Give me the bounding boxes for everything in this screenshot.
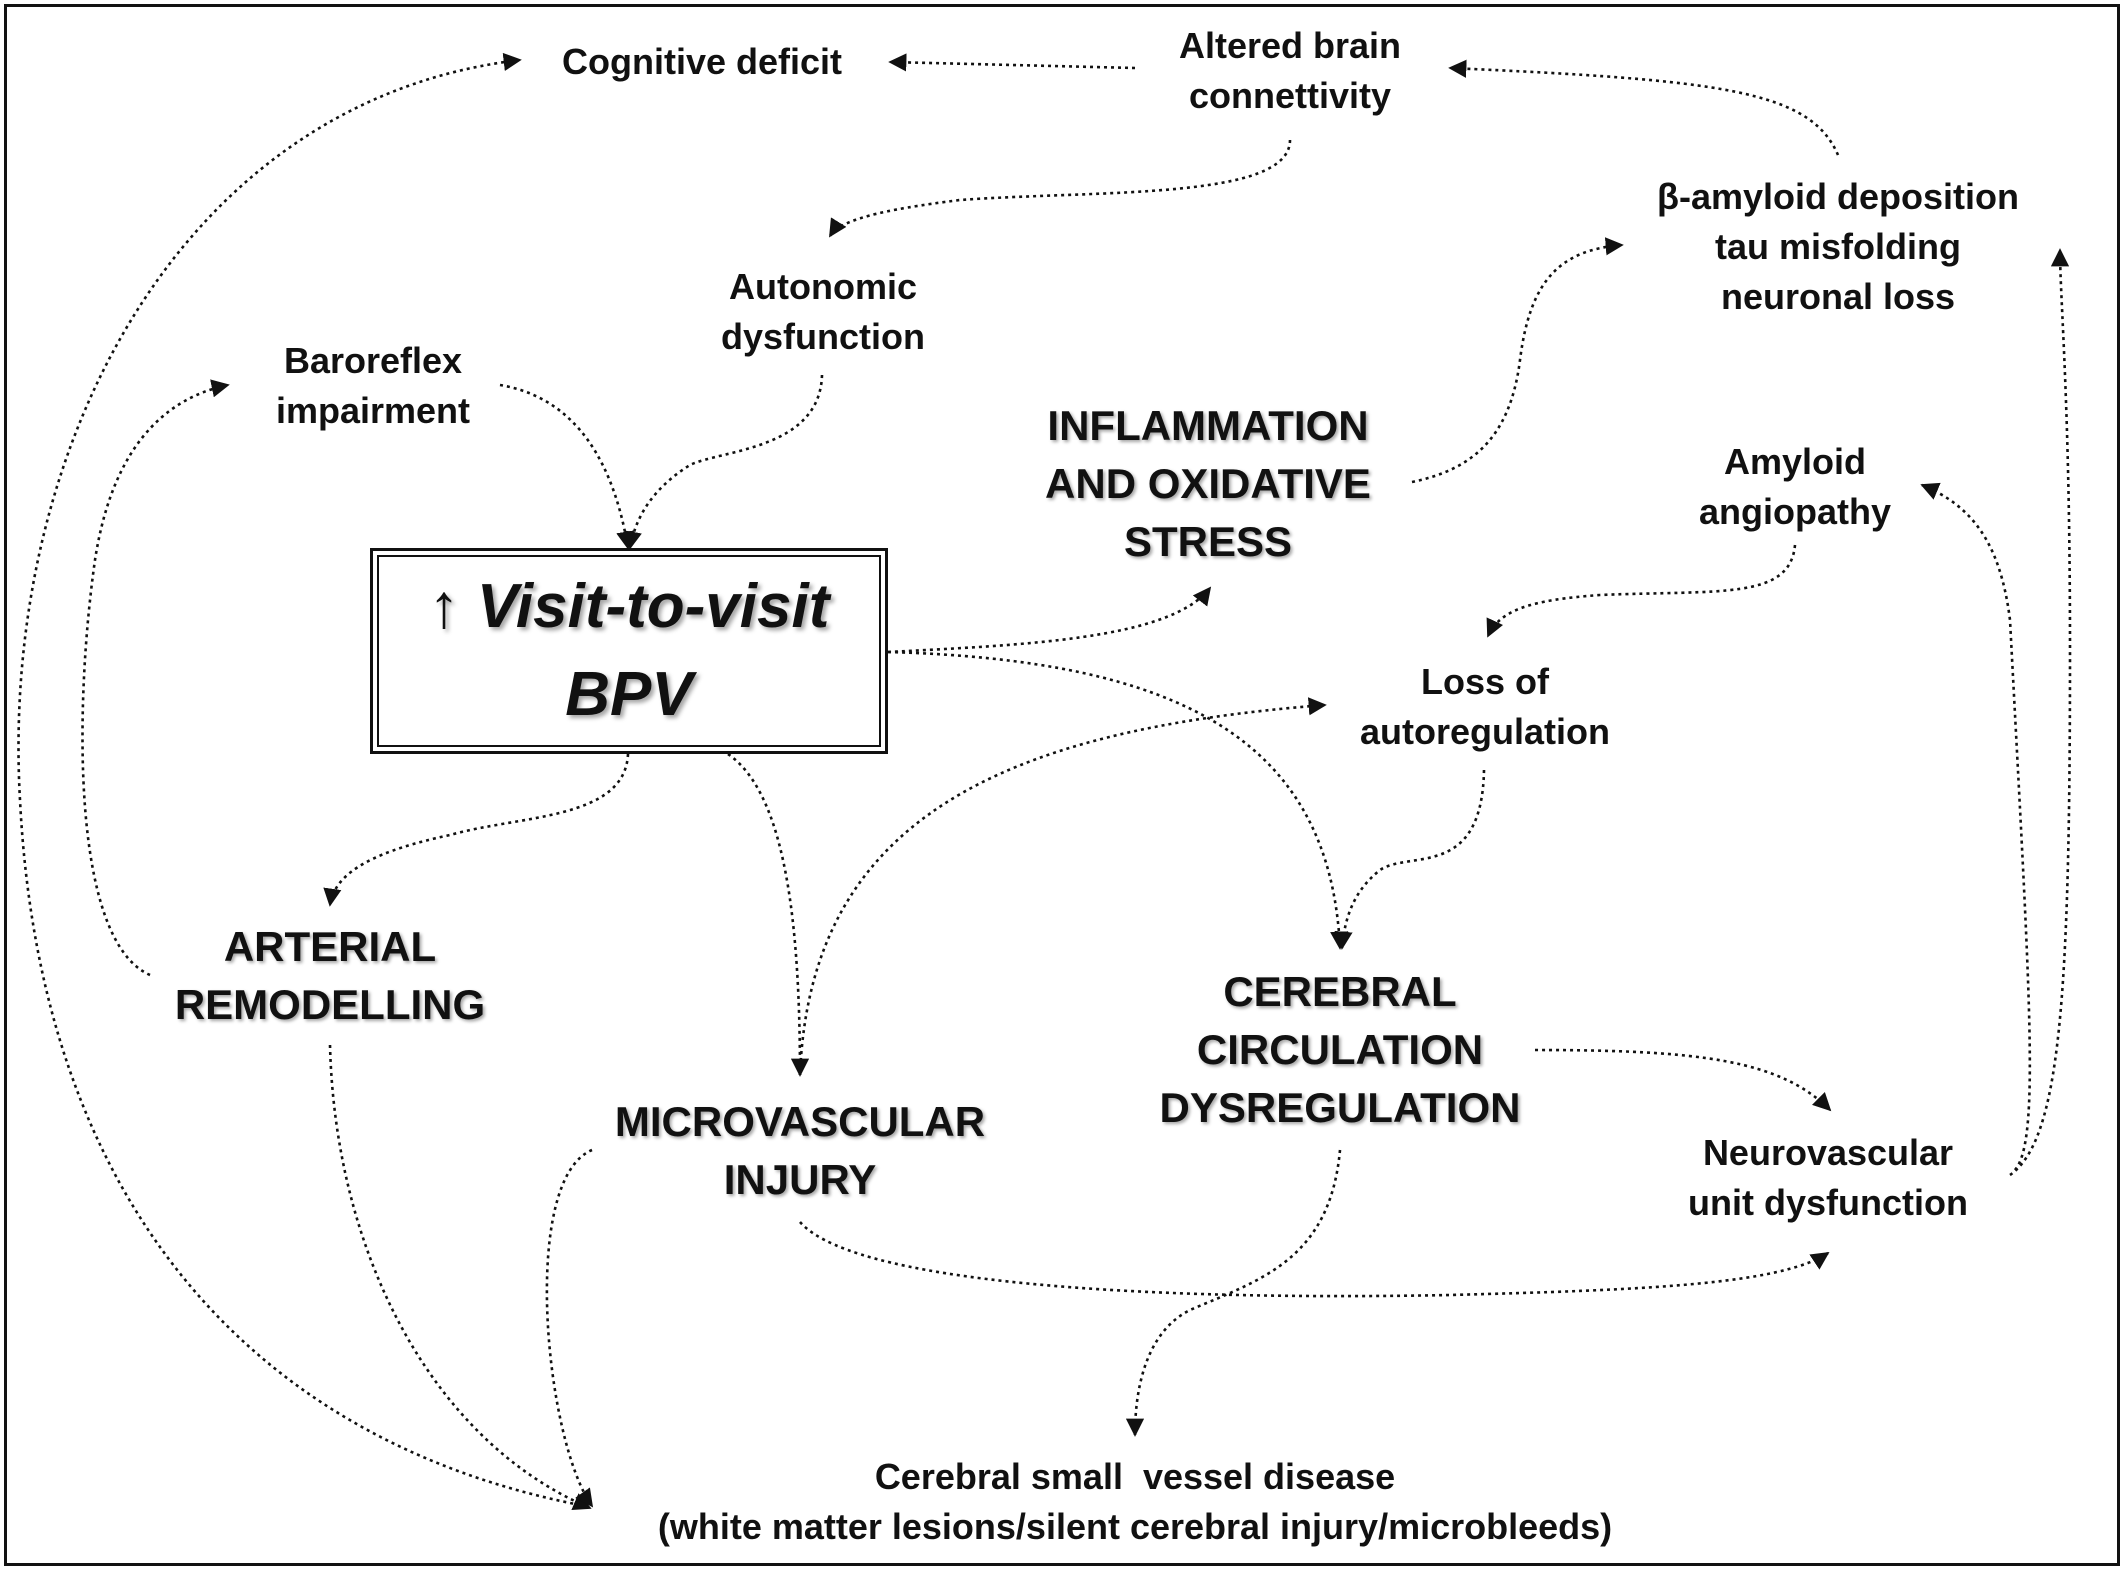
arrow-angiopathy-to-autoregulation: [1486, 544, 1797, 638]
arrow-bpv-to-cerebralcirc: [887, 650, 1349, 950]
node-line: Altered brain: [1178, 25, 1402, 66]
arrow-neurovascular-to-amyloid: [2009, 248, 2072, 1177]
node-line: ARTERIAL: [223, 923, 437, 970]
arrow-connectivity-to-autonomic: [828, 139, 1292, 238]
node-line: REMODELLING: [174, 981, 486, 1028]
diagram-frame: [4, 4, 2120, 1566]
node-microvascular-injury: MICROVASCULAR INJURY: [615, 1093, 985, 1209]
node-line: tau misfolding: [1715, 226, 1961, 267]
node-line: autoregulation: [1360, 711, 1610, 752]
node-line: INFLAMMATION: [1047, 402, 1369, 449]
node-line: Autonomic: [729, 266, 917, 307]
node-line: (white matter lesions/silent cerebral in…: [657, 1506, 1613, 1547]
central-line: ↑ Visit-to-visit: [428, 572, 830, 641]
node-amyloid-angiopathy: Amyloid angiopathy: [1699, 437, 1891, 537]
node-autonomic-dysfunction: Autonomic dysfunction: [721, 262, 925, 362]
node-line: dysfunction: [721, 316, 925, 357]
arrow-arterial-to-smallvessel: [328, 1044, 592, 1510]
node-neurovascular-unit-dysfunction: Neurovascular unit dysfunction: [1688, 1128, 1968, 1228]
node-line: Cognitive deficit: [561, 41, 843, 82]
arrow-microvascular-to-neurovascular: [799, 1221, 1830, 1298]
node-cerebral-small-vessel-disease: Cerebral small vessel disease (white mat…: [658, 1452, 1612, 1552]
node-inflammation-oxidative-stress: INFLAMMATION AND OXIDATIVE STRESS: [1045, 397, 1371, 571]
node-line: Loss of: [1420, 661, 1549, 702]
arrow-bpv-to-arterial: [323, 753, 630, 907]
node-line: impairment: [275, 390, 471, 431]
node-line: INJURY: [723, 1156, 877, 1203]
node-line: DYSREGULATION: [1159, 1084, 1521, 1131]
node-line: CIRCULATION: [1196, 1026, 1484, 1073]
arrow-cerebralcirc-to-neurovascular: [1534, 1048, 1832, 1112]
node-baroreflex-impairment: Baroreflex impairment: [276, 336, 470, 436]
central-line: BPV: [565, 660, 693, 729]
arrow-bpv-to-inflammation: [887, 586, 1212, 654]
node-line: AND OXIDATIVE: [1045, 460, 1371, 507]
arrow-baroreflex-to-bpv: [499, 383, 635, 550]
arrow-arterial-to-baroreflex: [81, 379, 230, 977]
node-line: Baroreflex: [283, 340, 463, 381]
node-line: Neurovascular: [1702, 1132, 1954, 1173]
arrow-cerebralcirc-to-smallvessel: [1125, 1149, 1342, 1437]
arrow-autoregulation-to-cerebralcirc: [1334, 769, 1486, 950]
node-cognitive-deficit: Cognitive deficit: [562, 37, 842, 87]
node-arterial-remodelling: ARTERIAL REMODELLING: [175, 918, 485, 1034]
node-amyloid-deposition: β-amyloid deposition tau misfolding neur…: [1657, 172, 2019, 322]
arrow-microvascular-to-smallvessel: [545, 1148, 594, 1508]
arrow-neurovascular-to-angiopathy: [1920, 482, 2032, 1171]
arrow-bpv-to-microvascular: [727, 752, 810, 1077]
node-line: neuronal loss: [1720, 276, 1956, 317]
node-cerebral-circulation-dysregulation: CEREBRAL CIRCULATION DYSREGULATION: [1160, 963, 1521, 1137]
arrow-inflammation-to-amyloid: [1411, 237, 1624, 484]
node-line: connettivity: [1188, 75, 1392, 116]
arrow-amyloid-to-connectivity: [1448, 59, 1840, 156]
node-line: STRESS: [1123, 518, 1293, 565]
arrow-connectivity-to-cognitive: [888, 53, 1136, 72]
node-altered-brain-connectivity: Altered brain connettivity: [1179, 21, 1401, 121]
node-line: Cerebral small vessel disease: [874, 1456, 1396, 1497]
node-line: CEREBRAL: [1223, 968, 1457, 1015]
node-line: unit dysfunction: [1688, 1182, 1968, 1223]
central-node-bpv: ↑ Visit-to-visit BPV: [429, 563, 830, 739]
node-line: Amyloid: [1723, 441, 1867, 482]
arrow-autonomic-to-bpv: [623, 374, 824, 550]
node-line: β-amyloid deposition: [1657, 176, 2019, 217]
central-box: [370, 548, 888, 754]
node-line: angiopathy: [1698, 491, 1892, 532]
node-loss-of-autoregulation: Loss of autoregulation: [1360, 657, 1610, 757]
arrow-smallvessel-to-cognitive: [17, 52, 581, 1507]
node-line: MICROVASCULAR: [614, 1098, 986, 1145]
